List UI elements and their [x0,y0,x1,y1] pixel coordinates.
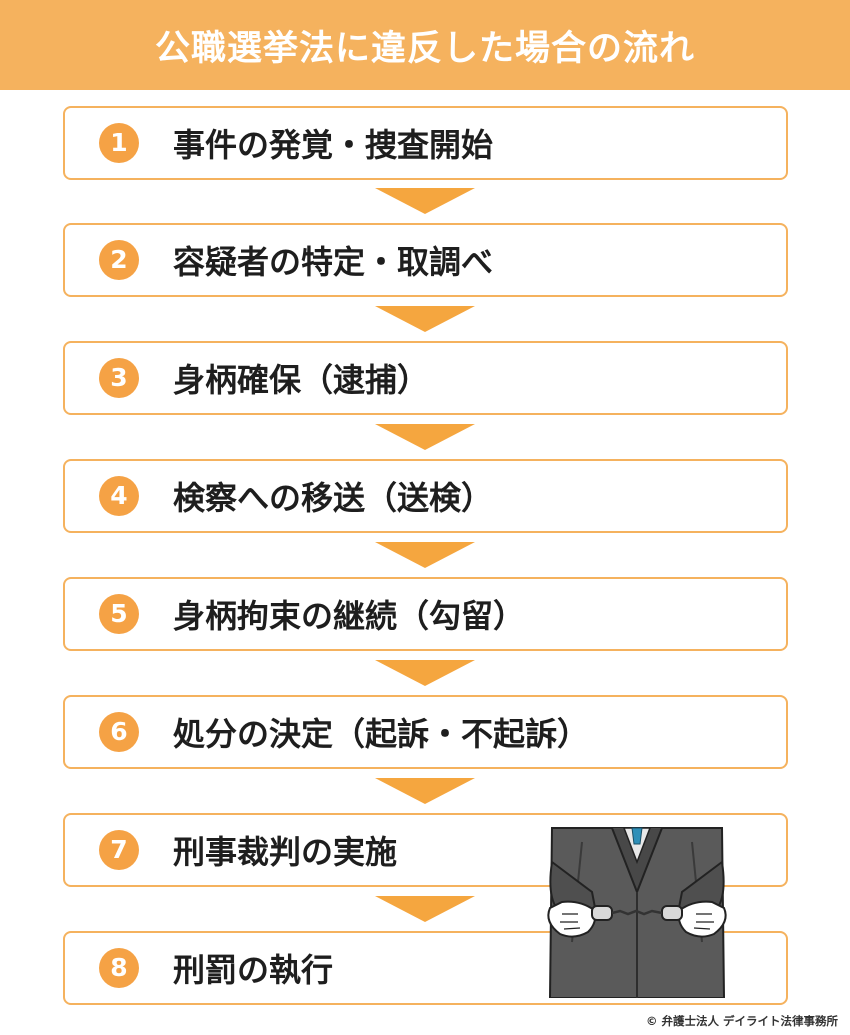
flow-step-5: 5 身柄拘束の継続（勾留） [63,577,788,651]
step-number-badge: 8 [99,948,139,988]
down-arrow-icon [375,542,475,568]
flow-step-2: 2 容疑者の特定・取調べ [63,223,788,297]
step-label: 身柄確保（逮捕） [173,361,430,399]
step-label: 事件の発覚・捜査開始 [173,126,494,164]
down-arrow-icon [375,306,475,332]
down-arrow-icon [375,660,475,686]
step-label: 身柄拘束の継続（勾留） [173,597,526,635]
step-number-badge: 3 [99,358,139,398]
flow-step-3: 3 身柄確保（逮捕） [63,341,788,415]
step-label: 刑事裁判の実施 [173,833,398,871]
flow-step-1: 1 事件の発覚・捜査開始 [63,106,788,180]
step-label: 処分の決定（起訴・不起訴） [173,715,590,753]
step-number-badge: 2 [99,240,139,280]
down-arrow-icon [375,424,475,450]
step-label: 検察への移送（送検） [173,479,494,517]
down-arrow-icon [375,896,475,922]
step-number-badge: 7 [99,830,139,870]
down-arrow-icon [375,188,475,214]
step-number-badge: 4 [99,476,139,516]
step-number-badge: 1 [99,123,139,163]
flow-step-6: 6 処分の決定（起訴・不起訴） [63,695,788,769]
step-label: 容疑者の特定・取調べ [173,243,494,281]
flow-step-4: 4 検察への移送（送検） [63,459,788,533]
page-title: 公職選挙法に違反した場合の流れ [154,28,695,69]
handcuffed-suspect-illustration [547,827,727,998]
copyright-credit: © 弁護士法人 デイライト法律事務所 [645,1014,838,1028]
step-number-badge: 6 [99,712,139,752]
step-number-badge: 5 [99,594,139,634]
step-label: 刑罰の執行 [173,951,334,989]
down-arrow-icon [375,778,475,804]
title-banner: 公職選挙法に違反した場合の流れ [0,0,850,90]
